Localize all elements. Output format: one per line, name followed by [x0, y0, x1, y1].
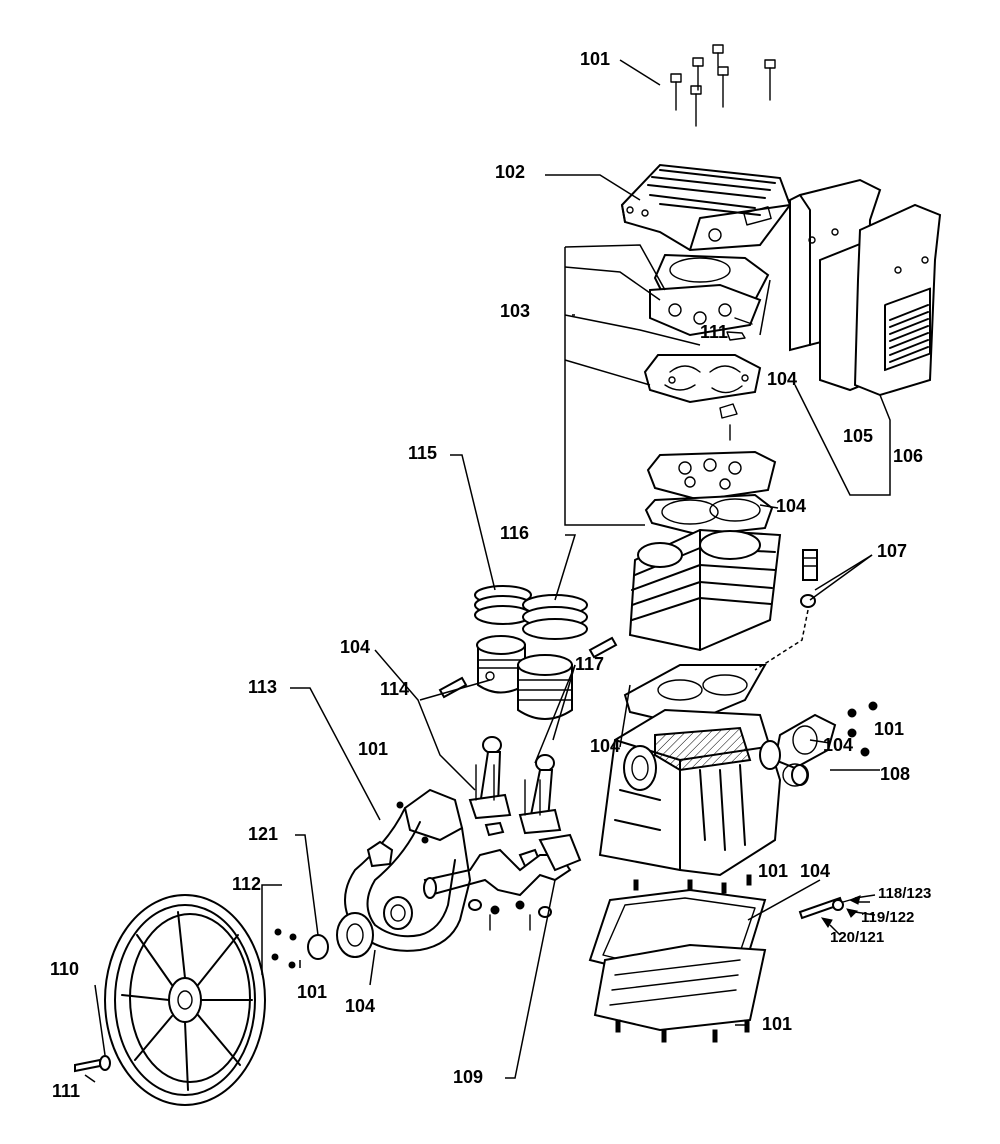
- label-115-rings: 115: [408, 443, 438, 463]
- label-110-washer: 110: [50, 959, 80, 979]
- label-102-cylinder-head: 102: [495, 162, 526, 182]
- label-104-base-gasket: 104: [800, 861, 831, 881]
- crankshaft: [423, 833, 582, 931]
- label-112-pulley: 112: [232, 874, 262, 894]
- cylinder-head: [620, 163, 792, 252]
- label-111-bolt: 111: [52, 1081, 81, 1101]
- label-116-rings: 116: [500, 523, 530, 543]
- cylinder-block: [628, 528, 782, 652]
- valve-plate-upper: [649, 253, 770, 341]
- cylinder-base-gasket: [623, 664, 767, 727]
- label-111-valve: 111: [700, 322, 729, 342]
- bearing-flange: [271, 896, 413, 969]
- head-bolts: [670, 44, 776, 127]
- label-107-breather: 107: [877, 541, 908, 561]
- label-101-side-bolts: 101: [874, 719, 905, 739]
- label-101-flange-bolts: 101: [297, 982, 328, 1002]
- label-104-crank-gasket: 104: [590, 736, 621, 756]
- label-101-head-bolts: 101: [580, 49, 611, 69]
- label-121-seal: 121: [248, 824, 279, 844]
- crankcase: [598, 708, 782, 877]
- label-106-shroud: 106: [893, 446, 924, 466]
- label-104-rod-gasket: 104: [340, 637, 371, 657]
- label-104-side-gasket: 104: [823, 735, 854, 755]
- label-101-cover-bolts: 101: [358, 739, 389, 759]
- label-113-cover: 113: [248, 677, 278, 697]
- label-101-base-bolts: 101: [758, 861, 789, 881]
- base-gasket-and-sump: [588, 874, 767, 1043]
- label-117-piston: 117: [575, 654, 605, 674]
- label-101-sump-bolts: 101: [762, 1014, 793, 1034]
- valve-plate-middle: [643, 354, 762, 441]
- label-104-bearing-gasket: 104: [345, 996, 376, 1016]
- piston-rings-large: [522, 594, 588, 640]
- label-114-piston: 114: [380, 679, 410, 699]
- piston-small: [438, 635, 526, 699]
- drain-plug-parts: [798, 894, 876, 936]
- label-108-seal: 108: [880, 764, 911, 784]
- leader-lines: [84, 59, 891, 1083]
- label-103-valve-plate: 103: [500, 301, 531, 321]
- label-120-121: 120/121: [830, 929, 885, 946]
- side-cover-assembly: [759, 701, 878, 787]
- piston-rings-small: [474, 585, 532, 625]
- piston-large: [517, 636, 618, 720]
- valve-plate-lower: [644, 450, 777, 537]
- flywheel-pulley: [74, 894, 266, 1106]
- label-104-head-gasket: 104: [767, 369, 798, 389]
- label-104-plate-gasket: 104: [776, 496, 807, 516]
- connecting-rods: [468, 736, 562, 868]
- label-109-bearing-cap: 109: [453, 1067, 484, 1087]
- belt-guard-shrouds: [789, 178, 942, 397]
- label-119-122: 119/122: [861, 909, 915, 926]
- label-118-123: 118/123: [878, 885, 932, 902]
- label-105-shroud: 105: [843, 426, 874, 446]
